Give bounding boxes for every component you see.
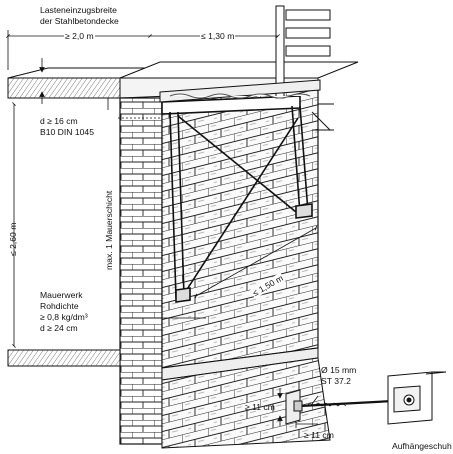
cantilever-bracket — [161, 95, 313, 303]
load-width-label-line2: der Stahlbetondecke — [40, 16, 119, 26]
anchor-depth-label: ≥ 11 cm — [304, 430, 334, 440]
masonry-label-line1: Mauerwerk — [40, 290, 83, 300]
masonry-label-line2: Rohdichte — [40, 301, 79, 311]
max-course-label: max. 1 Mauerschicht — [104, 190, 114, 270]
lower-concrete-slab — [7, 349, 121, 367]
scaffold-guard-rail — [159, 5, 334, 131]
slab-thickness-label: d ≥ 16 cm — [40, 116, 78, 126]
concrete-grade-label: B10 DIN 1045 — [40, 127, 94, 137]
anchor-height-label: ≥ 11 cm — [245, 402, 275, 412]
masonry-label-line4: d ≥ 24 cm — [40, 323, 78, 333]
height-max-label: ≤ 2,60 m — [8, 222, 18, 256]
anchor-steel-label: ST 37.2 — [321, 376, 351, 386]
cantilever-max-label: ≤ 1,30 m — [200, 31, 236, 41]
width-min-label: ≥ 2,0 m — [64, 31, 95, 41]
anchor-diameter-label: Ø 15 mm — [321, 365, 357, 375]
suspension-shoe — [387, 371, 447, 425]
suspension-shoe-label: Aufhängeschuh — [392, 441, 452, 451]
load-width-label-line1: Lasteneinzugsbreite — [40, 5, 117, 15]
masonry-label-line3: ≥ 0,8 kg/dm³ — [40, 312, 88, 322]
dimension-lines — [6, 30, 319, 428]
